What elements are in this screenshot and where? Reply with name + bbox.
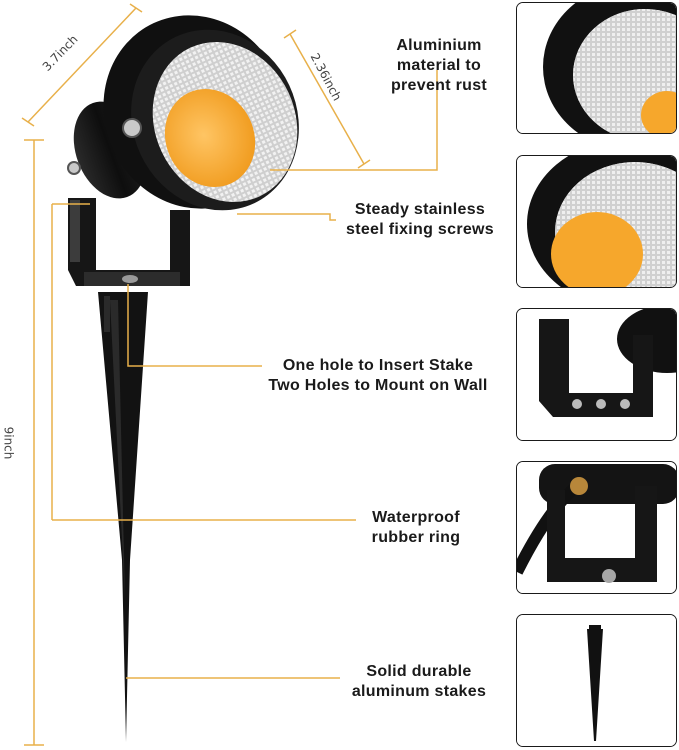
- detail-thumb-bracket-holes: [516, 308, 677, 441]
- callout-stake-line-1: Solid durable: [366, 663, 472, 680]
- callout-holes-line-1: One hole to Insert Stake: [282, 357, 474, 374]
- callout-stake: Solid durable aluminum stakes: [336, 662, 502, 702]
- callout-stake-line-2: aluminum stakes: [351, 683, 487, 700]
- dimension-height-label: 9inch: [1, 426, 16, 460]
- detail-thumb-stake: [516, 614, 677, 747]
- callout-material: Aluminium material to prevent rust: [380, 36, 498, 96]
- dimension-height-line: [24, 139, 44, 746]
- detail-thumb-rubber-ring: [516, 461, 677, 594]
- dimension-depth-line: [283, 29, 371, 169]
- callout-screws-line-1: Steady stainless: [354, 201, 486, 218]
- lamp-head: [67, 15, 299, 211]
- callout-screws-line-2: steel fixing screws: [346, 221, 494, 238]
- callout-ring: Waterproof rubber ring: [356, 508, 476, 548]
- callout-holes-line-2: Two Holes to Mount on Wall: [268, 377, 488, 394]
- callout-ring-line-1: Waterproof: [372, 509, 460, 526]
- callout-ring-line-2: rubber ring: [371, 529, 461, 546]
- callout-holes: One hole to Insert Stake Two Holes to Mo…: [246, 356, 510, 396]
- callout-material-line-1: Aluminium: [396, 37, 482, 54]
- dimension-width-line: [21, 3, 143, 127]
- detail-thumb-screws: [516, 155, 677, 288]
- callout-material-line-2: material to: [396, 57, 482, 74]
- detail-thumb-material: [516, 2, 677, 134]
- callout-material-line-3: prevent rust: [390, 77, 488, 94]
- leader-lines: [51, 70, 438, 679]
- callout-screws: Steady stainless steel fixing screws: [330, 200, 510, 240]
